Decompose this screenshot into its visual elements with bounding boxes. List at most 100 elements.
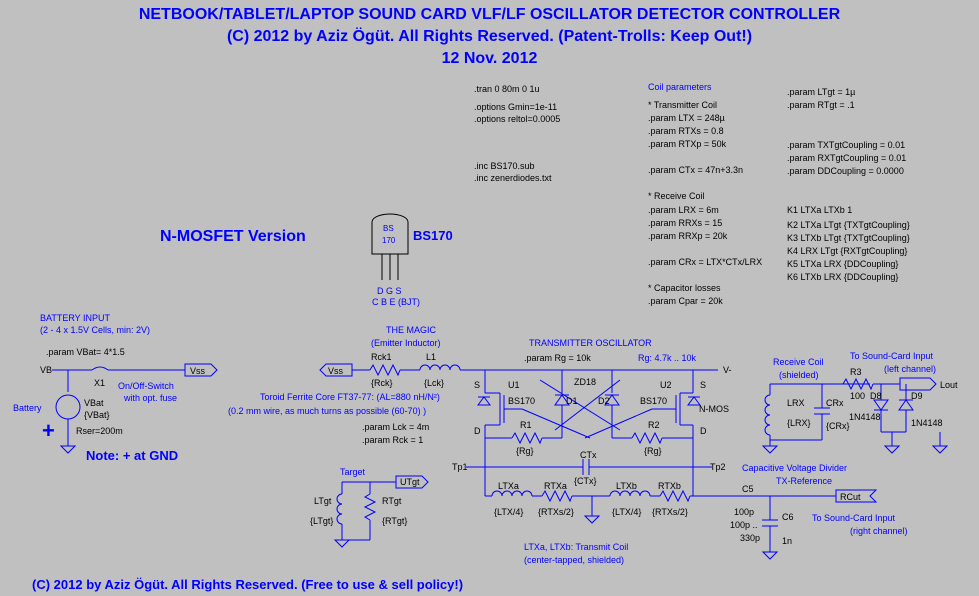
param-ctx: .param CTx = 47n+3.3n bbox=[648, 165, 744, 175]
fuse-label: with opt. fuse bbox=[124, 393, 178, 403]
tp1-label: Tp1 bbox=[452, 462, 468, 472]
rg-range: Rg: 4.7k .. 10k bbox=[638, 353, 697, 363]
param-crx: .param CRx = LTX*CTx/LRX bbox=[648, 257, 763, 267]
u1-source-pin: S bbox=[474, 380, 481, 390]
param-ltgt: .param LTgt = 1µ bbox=[787, 87, 856, 97]
u1-ref: U1 bbox=[508, 380, 520, 390]
rck-value: {Rck} bbox=[371, 378, 393, 388]
magic-title: THE MAGIC bbox=[386, 325, 437, 335]
battery-label: Battery bbox=[13, 403, 42, 413]
c5-value: 100p bbox=[734, 507, 755, 517]
target-title: Target bbox=[340, 467, 366, 477]
package-top-text: BS bbox=[383, 224, 394, 233]
param-txtgt: .param TXTgtCoupling = 0.01 bbox=[787, 140, 906, 150]
r3-value: 100 bbox=[850, 391, 866, 401]
c5-ref: C5 bbox=[742, 484, 754, 494]
r3-ref: R3 bbox=[850, 367, 862, 377]
tx-coil-note: LTXa, LTXb: Transmit Coil bbox=[524, 542, 629, 552]
ltgt-value: {LTgt} bbox=[310, 516, 334, 526]
l1-value: {Lck} bbox=[424, 378, 445, 388]
zener-ref: ZD18 bbox=[574, 377, 597, 387]
footer-copyright: (C) 2012 by Aziz Ögüt. All Rights Reserv… bbox=[32, 577, 464, 592]
r1-ref: R1 bbox=[520, 420, 532, 430]
coupling-k2: K2 LTXa LTgt {TXTgtCoupling} bbox=[787, 220, 910, 230]
net-vss-in: Vss bbox=[328, 366, 344, 376]
spice-inc2: .inc zenerdiodes.txt bbox=[474, 173, 552, 183]
ctx-value: {CTx} bbox=[574, 476, 597, 486]
ltgt-ref: LTgt bbox=[314, 496, 332, 506]
u2-ref: U2 bbox=[660, 380, 672, 390]
package-bottom-text: 170 bbox=[382, 236, 396, 245]
vbat-value: {VBat} bbox=[84, 410, 110, 420]
battery-note: Note: + at GND bbox=[86, 448, 179, 463]
tp2-label: Tp2 bbox=[710, 462, 726, 472]
lrx-value: {LRX} bbox=[787, 418, 811, 428]
param-rtxs: .param RTXs = 0.8 bbox=[648, 126, 724, 136]
c6-value: 1n bbox=[782, 536, 793, 546]
param-lck: .param Lck = 4m bbox=[362, 422, 430, 432]
package-pins-bjt: C B E (BJT) bbox=[372, 297, 421, 307]
sc-left-sub: (left channel) bbox=[884, 364, 937, 374]
rtxa-value: {RTXs/2} bbox=[538, 507, 574, 517]
d9-value: 1N4148 bbox=[911, 418, 943, 428]
net-vss-out: Vss bbox=[190, 366, 206, 376]
d8-ref: D8 bbox=[870, 391, 882, 401]
param-rg: .param Rg = 10k bbox=[524, 353, 591, 363]
battery-sub: (2 - 4 x 1.5V Cells, min: 2V) bbox=[40, 325, 151, 335]
spice-opt2: .options reltol=0.0005 bbox=[474, 114, 561, 124]
net-vb: VB bbox=[40, 365, 53, 375]
param-cpar: .param Cpar = 20k bbox=[648, 296, 723, 306]
u2-part: BS170 bbox=[640, 396, 668, 406]
c5-range: 100p .. bbox=[730, 520, 758, 530]
sc-right-title: To Sound-Card Input bbox=[812, 513, 896, 523]
receive-title: Receive Coil bbox=[773, 357, 824, 367]
param-rtxp: .param RTXp = 50k bbox=[648, 139, 727, 149]
coil-tx-title: * Transmitter Coil bbox=[648, 100, 718, 110]
param-lrx: .param LRX = 6m bbox=[648, 205, 719, 215]
param-ltx: .param LTX = 248µ bbox=[648, 113, 725, 123]
rck-ref: Rck1 bbox=[371, 352, 392, 362]
cap-loss-title: * Capacitor losses bbox=[648, 283, 721, 293]
vbat-ref: VBat bbox=[84, 398, 104, 408]
vbat-rser: Rser=200m bbox=[76, 426, 123, 436]
crx-value: {CRx} bbox=[826, 421, 850, 431]
sc-right-sub: (right channel) bbox=[850, 526, 908, 536]
rtxb-ref: RTXb bbox=[658, 481, 681, 491]
version-label: N-MOSFET Version bbox=[160, 228, 306, 245]
switch-label: On/Off-Switch bbox=[118, 381, 174, 391]
rtxa-ref: RTXa bbox=[544, 481, 567, 491]
d2-ref: D2 bbox=[598, 396, 610, 406]
r1-value: {Rg} bbox=[516, 446, 534, 456]
copyright-line: (C) 2012 by Aziz Ögüt. All Rights Reserv… bbox=[226, 28, 753, 45]
coupling-k6: K6 LTXb LRX {DDCoupling} bbox=[787, 272, 899, 282]
ltxa-ref: LTXa bbox=[498, 481, 519, 491]
divider-title: Capacitive Voltage Divider bbox=[742, 463, 848, 473]
page-title: NETBOOK/TABLET/LAPTOP SOUND CARD VLF/LF … bbox=[138, 6, 841, 23]
spice-opt1: .options Gmin=1e-11 bbox=[474, 102, 558, 112]
d8-value: 1N4148 bbox=[849, 412, 881, 422]
coupling-k5: K5 LTXa LRX {DDCoupling} bbox=[787, 259, 899, 269]
sc-left-title: To Sound-Card Input bbox=[850, 351, 934, 361]
c6-ref: C6 bbox=[782, 512, 794, 522]
rtgt-value: {RTgt} bbox=[382, 516, 408, 526]
utgt-flag: UTgt bbox=[400, 477, 420, 487]
lrx-ref: LRX bbox=[787, 398, 805, 408]
u1-part: BS170 bbox=[508, 396, 536, 406]
u2-source-pin: S bbox=[700, 380, 707, 390]
r2-ref: R2 bbox=[648, 420, 660, 430]
c5-range-max: 330p bbox=[740, 533, 761, 543]
magic-sub: (Emitter Inductor) bbox=[371, 338, 441, 348]
coupling-k1: K1 LTXa LTXb 1 bbox=[787, 205, 853, 215]
d1-ref: D1 bbox=[566, 396, 578, 406]
battery-param: .param VBat= 4*1.5 bbox=[46, 347, 125, 357]
spice-inc1: .inc BS170.sub bbox=[474, 161, 535, 171]
param-rtgt: .param RTgt = .1 bbox=[787, 100, 855, 110]
coupling-k3: K3 LTXb LTgt {TXTgtCoupling} bbox=[787, 233, 910, 243]
net-vminus: V- bbox=[723, 365, 732, 375]
u2-drain-pin: D bbox=[700, 426, 707, 436]
core-note: Toroid Ferrite Core FT37-77: (AL=880 nH/… bbox=[260, 392, 440, 402]
wire-note: (0.2 mm wire, as much turns as possible … bbox=[228, 406, 427, 416]
param-rrxp: .param RRXp = 20k bbox=[648, 231, 728, 241]
ltxb-ref: LTXb bbox=[616, 481, 637, 491]
